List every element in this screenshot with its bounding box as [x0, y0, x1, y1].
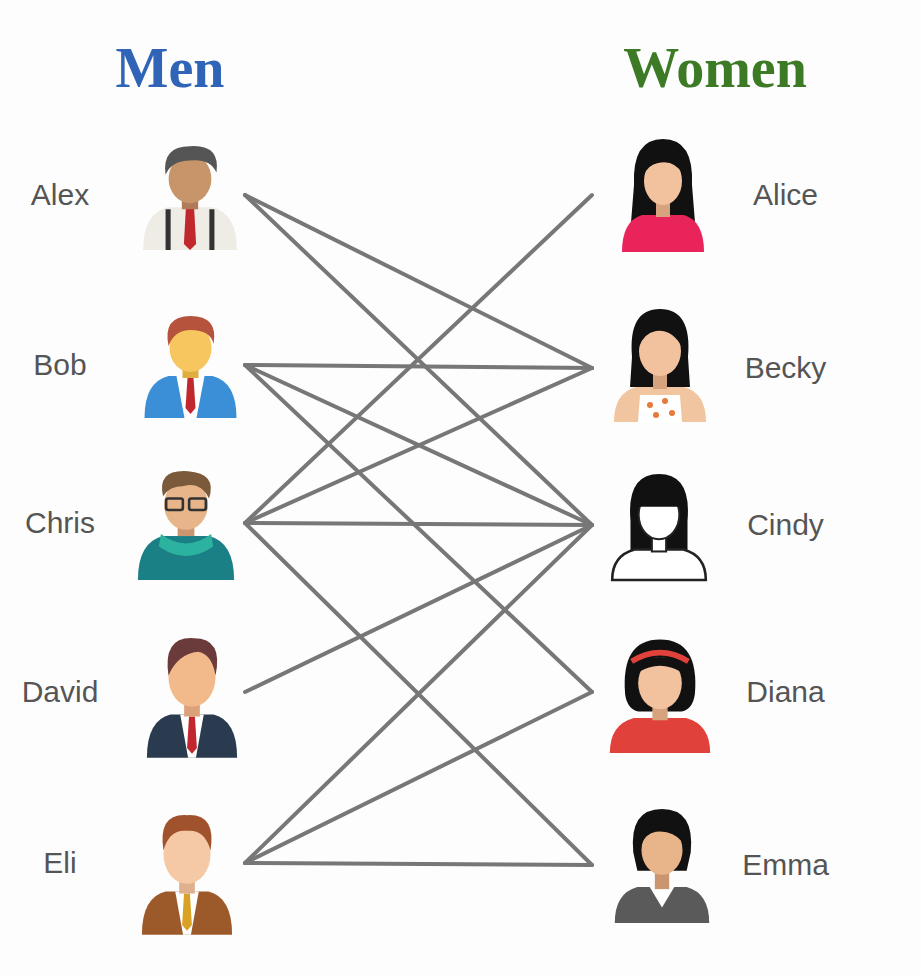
person-icon: [130, 465, 242, 580]
person-name: Becky: [745, 351, 827, 385]
column-header: Women: [623, 36, 807, 100]
match-line: [245, 368, 592, 523]
match-line: [245, 365, 592, 525]
person-icon: [618, 135, 708, 252]
person-icon: [605, 633, 715, 753]
match-line: [245, 525, 592, 692]
person-name: Bob: [33, 348, 86, 382]
person-icon: [138, 805, 236, 937]
person-name: Alex: [31, 178, 89, 212]
match-line: [245, 365, 592, 692]
person-node: Diana: [592, 637, 854, 747]
person-icon: [605, 305, 715, 422]
person-icon: [610, 805, 714, 923]
person-icon: [143, 628, 241, 760]
match-line: [245, 523, 592, 525]
person-node: David: [0, 637, 245, 747]
match-line: [245, 195, 592, 523]
match-line: [245, 365, 592, 368]
person-node: Chris: [0, 468, 245, 578]
match-line: [245, 525, 592, 863]
person-node: Bob: [0, 310, 245, 420]
match-line: [245, 692, 592, 863]
person-icon: [138, 308, 243, 418]
person-name: Chris: [25, 506, 95, 540]
person-name: Eli: [43, 846, 76, 880]
match-line: [245, 195, 592, 368]
person-node: Emma: [592, 810, 854, 920]
person-name: David: [22, 675, 99, 709]
column-header: Men: [116, 36, 225, 100]
person-name: Alice: [753, 178, 818, 212]
person-node: Cindy: [592, 470, 854, 580]
match-line: [245, 523, 592, 865]
match-line: [245, 195, 592, 525]
person-name: Emma: [742, 848, 829, 882]
match-line: [245, 863, 592, 865]
person-node: Alice: [592, 140, 854, 250]
person-node: Eli: [0, 808, 245, 918]
person-node: Alex: [0, 140, 245, 250]
person-node: Becky: [592, 313, 854, 423]
person-icon: [135, 138, 245, 250]
person-name: Diana: [746, 675, 824, 709]
person-icon: [603, 470, 715, 582]
person-name: Cindy: [747, 508, 824, 542]
